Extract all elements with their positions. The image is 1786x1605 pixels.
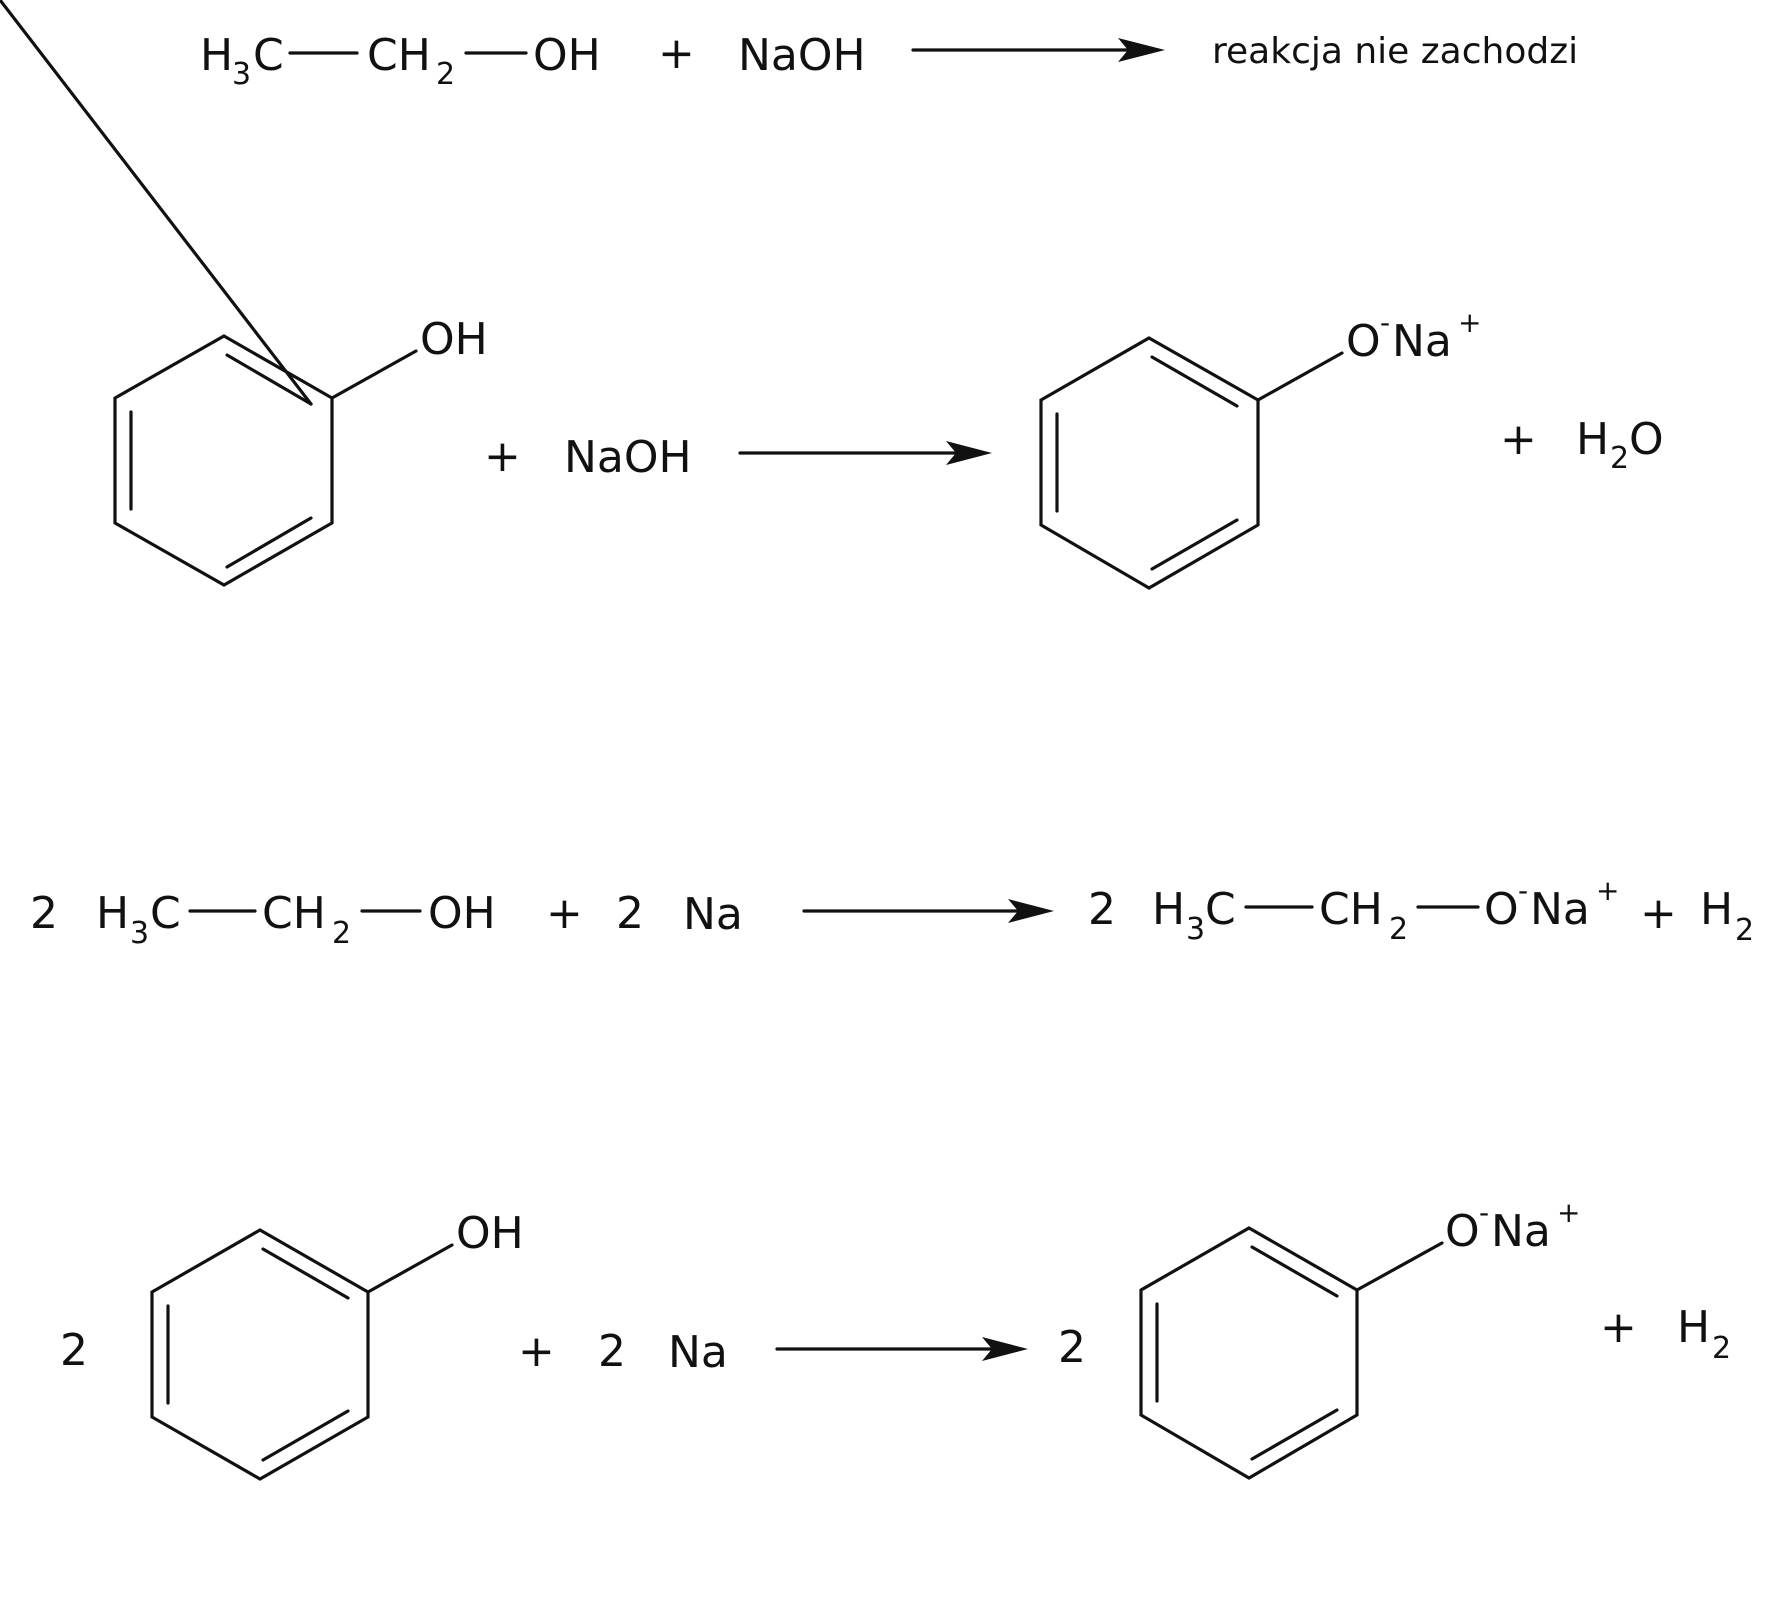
reaction-arrow <box>738 441 992 465</box>
svg-text:H: H <box>1677 1302 1710 1353</box>
ch-group: CH <box>367 30 431 81</box>
oh-group: OH <box>533 30 601 81</box>
benzene-ring <box>0 0 334 587</box>
hydrogen-formula: H 2 <box>1677 1302 1731 1366</box>
oxygen-atom: O <box>1346 316 1381 367</box>
reaction-1: H 3 C CH 2 OH + NaOH reakcja nie zachodz… <box>200 28 1578 92</box>
ch-subscript: 2 <box>436 57 455 92</box>
sodium-formula: Na <box>683 889 743 940</box>
c-o-bond <box>330 349 418 400</box>
oxygen-atom: O <box>1445 1206 1480 1257</box>
ethanol-formula: H 3 C CH 2 OH <box>200 30 601 92</box>
oh-group: OH <box>456 1208 524 1259</box>
negative-charge: - <box>1380 306 1390 339</box>
reaction-arrow <box>911 38 1165 62</box>
svg-text:2: 2 <box>1712 1331 1731 1366</box>
svg-text:H: H <box>1576 414 1609 465</box>
svg-text:2: 2 <box>1735 913 1754 948</box>
c-o-bond <box>1256 351 1344 402</box>
c-o-bond <box>1355 1241 1444 1292</box>
stoichiometric-coefficient: 2 <box>598 1326 626 1377</box>
oxygen-atom: O <box>1484 884 1519 935</box>
plus-sign: + <box>1640 888 1677 939</box>
h-atom: H <box>200 30 233 81</box>
reaction-arrow <box>775 1337 1028 1361</box>
hydrogen-formula: H 2 <box>1700 884 1754 948</box>
stoichiometric-coefficient: 2 <box>1088 884 1116 935</box>
stoichiometric-coefficient: 2 <box>616 888 644 939</box>
h-atom: H <box>1152 884 1185 935</box>
c-atom: C <box>1205 884 1236 935</box>
svg-text:H: H <box>1700 884 1733 935</box>
naoh-formula: NaOH <box>564 432 692 483</box>
ch-subscript: 2 <box>332 916 351 951</box>
ch-subscript: 2 <box>1389 912 1408 947</box>
sodium-phenolate-structure: O - Na + <box>1139 1196 1580 1480</box>
phenol-structure: OH <box>150 1208 524 1481</box>
h-subscript: 3 <box>130 916 149 951</box>
stoichiometric-coefficient: 2 <box>60 1325 88 1376</box>
positive-charge: + <box>1557 1196 1580 1229</box>
plus-sign: + <box>1600 1302 1637 1353</box>
sodium-ion: Na <box>1491 1206 1551 1257</box>
oh-group: OH <box>420 314 488 365</box>
plus-sign: + <box>518 1326 555 1377</box>
water-formula: H 2 O <box>1576 414 1664 476</box>
reaction-3: 2 H 3 C CH 2 OH + 2 Na 2 H 3 C CH 2 O - <box>30 874 1754 951</box>
reaction-2: OH + NaOH O - Na + + H 2 O <box>0 0 1664 590</box>
plus-sign: + <box>484 431 521 482</box>
stoichiometric-coefficient: 2 <box>1058 1322 1086 1373</box>
reaction-arrow <box>802 899 1054 923</box>
naoh-formula: NaOH <box>738 30 866 81</box>
c-o-bond <box>366 1243 454 1294</box>
no-reaction-note: reakcja nie zachodzi <box>1212 31 1578 72</box>
phenol-structure: OH <box>0 0 488 587</box>
benzene-ring <box>150 1228 370 1481</box>
c-atom: C <box>253 30 284 81</box>
c-atom: C <box>150 888 181 939</box>
negative-charge: - <box>1518 874 1528 907</box>
sodium-ethoxide-formula: H 3 C CH 2 O - Na + <box>1152 874 1619 947</box>
h-atom: H <box>96 888 129 939</box>
oh-group: OH <box>428 888 496 939</box>
ch-group: CH <box>262 888 326 939</box>
h-subscript: 3 <box>232 57 251 92</box>
plus-sign: + <box>658 28 695 79</box>
benzene-ring <box>1039 336 1260 590</box>
plus-sign: + <box>546 888 583 939</box>
svg-text:O: O <box>1629 414 1664 465</box>
ch-group: CH <box>1319 884 1383 935</box>
negative-charge: - <box>1479 1196 1489 1229</box>
stoichiometric-coefficient: 2 <box>30 888 58 939</box>
ethanol-formula: H 3 C CH 2 OH <box>96 888 496 951</box>
sodium-ion: Na <box>1392 316 1452 367</box>
sodium-phenolate-structure: O - Na + <box>1039 306 1481 590</box>
positive-charge: + <box>1596 874 1619 907</box>
svg-text:2: 2 <box>1610 441 1629 476</box>
benzene-ring <box>1139 1226 1359 1480</box>
sodium-ion: Na <box>1530 884 1590 935</box>
sodium-formula: Na <box>668 1327 728 1378</box>
reaction-4: 2 OH + 2 Na 2 O <box>60 1196 1731 1481</box>
h-subscript: 3 <box>1186 912 1205 947</box>
plus-sign: + <box>1500 414 1537 465</box>
positive-charge: + <box>1458 306 1481 339</box>
